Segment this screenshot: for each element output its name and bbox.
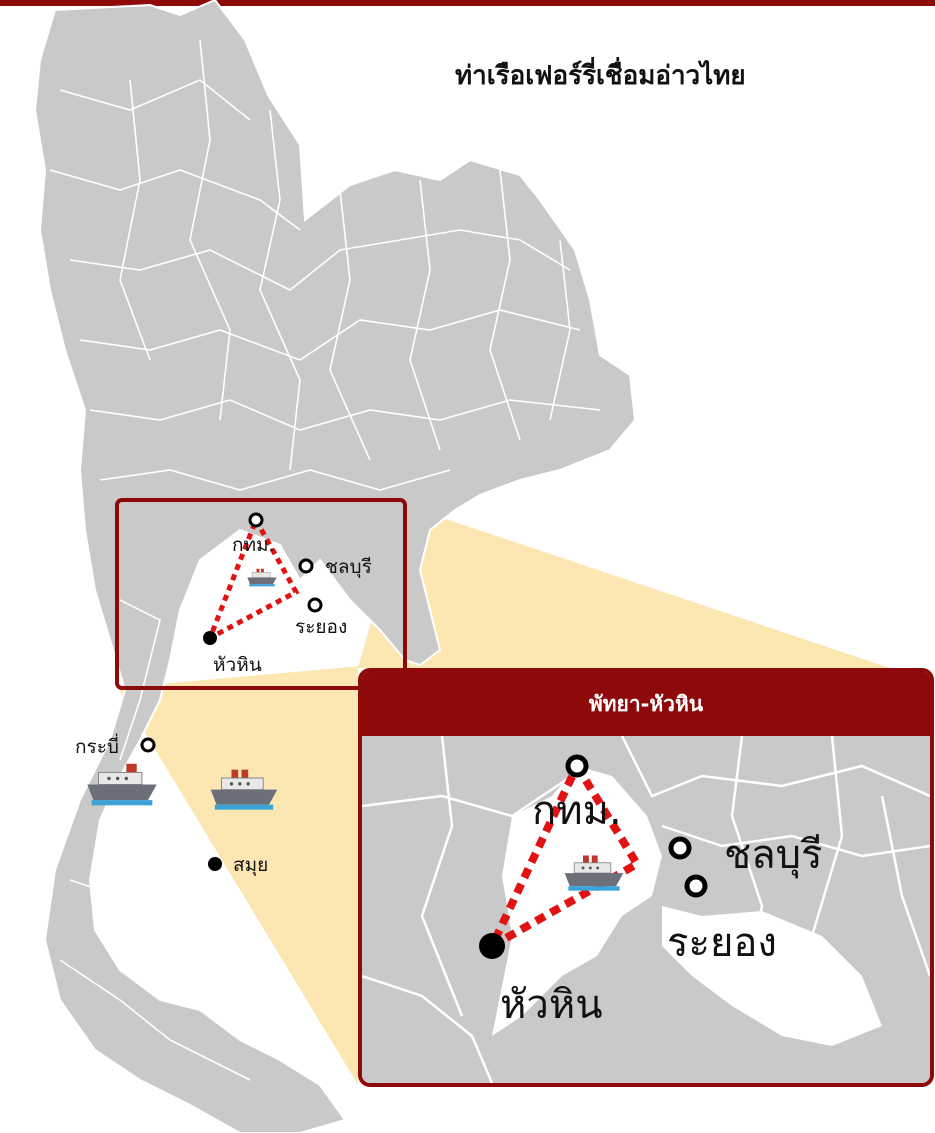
province-borders [49, 39, 601, 1081]
port-label-samui: สมุย [233, 854, 269, 876]
ferry-icon [564, 855, 624, 891]
inset-map [362, 736, 930, 1083]
port-marker-krabi [140, 737, 156, 753]
port-marker-chonburi [298, 558, 314, 574]
ferry-route-inset [483, 763, 643, 956]
thailand-landmass [33, 0, 637, 1133]
ferry-route [205, 518, 300, 644]
inset-marker-rayong [684, 874, 708, 898]
port-label-chonburi: ชลบุรี [325, 556, 372, 578]
port-marker-bangkok [248, 512, 264, 528]
inset-label-bangkok: กทม. [532, 788, 622, 834]
port-label-rayong: ระยอง [295, 616, 348, 638]
ferry-icon [87, 763, 157, 806]
zoom-frame [115, 498, 407, 690]
zoom-highlight [358, 505, 890, 668]
east-coast-water [662, 906, 882, 1046]
inset-label-rayong: ระยอง [667, 920, 777, 966]
inset-marker-bangkok [565, 754, 589, 778]
inset-marker-huahin [479, 933, 505, 959]
port-label-bangkok: กทม. [232, 534, 275, 556]
ferry-icon [247, 568, 277, 587]
port-marker-rayong [307, 597, 323, 613]
port-marker-huahin [203, 631, 217, 645]
gulf-water [492, 766, 662, 1036]
port-label-krabi: กระบี่ [75, 736, 119, 758]
inset-marker-chonburi [668, 836, 692, 860]
inset-panel: พัทยา-หัวหิน กทม. ชลบุรี ระยอง ห [358, 668, 934, 1087]
inset-label-huahin: หัวหิน [500, 982, 603, 1028]
top-accent-bar [0, 0, 935, 6]
port-label-huahin: หัวหิน [213, 654, 262, 676]
port-marker-samui [208, 857, 222, 871]
gulf-coast-water [140, 760, 200, 920]
ferry-icon [210, 769, 278, 810]
inset-title: พัทยา-หัวหิน [362, 672, 930, 736]
zoom-highlight-lower [118, 662, 404, 1085]
map-title: ท่าเรือเฟอร์รี่เชื่อมอ่าวไทย [455, 61, 746, 91]
inset-label-chonburi: ชลบุรี [724, 832, 823, 878]
